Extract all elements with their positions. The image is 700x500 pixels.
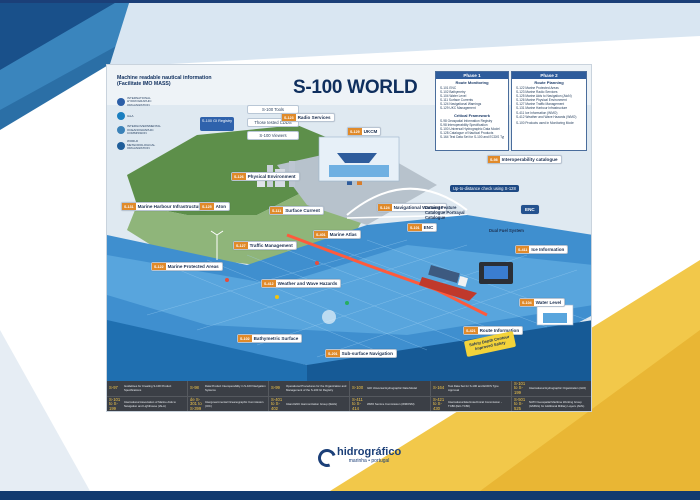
top-accent-bar bbox=[0, 0, 700, 3]
tool-item: S-100 Tools bbox=[247, 105, 299, 114]
tool-list: S-100 Tools Those tested CDDS S-100 View… bbox=[247, 105, 299, 144]
ioc-logo-icon bbox=[117, 126, 125, 135]
org-ioc: INTERGOVERNMENTAL OCEANOGRAPHIC COMMISSI… bbox=[117, 124, 167, 135]
hidrografico-logo: hidrográfico marinha • portugal bbox=[315, 445, 402, 470]
wmo-logo-icon bbox=[117, 141, 125, 150]
phase1-section-a: Route Monitoring bbox=[455, 80, 489, 85]
s100-world-poster: Machine readable nautical information (F… bbox=[106, 64, 592, 412]
phase2-lines-a: S-122 Marine Protected Areas S-123 Marin… bbox=[516, 86, 577, 119]
bottom-accent-bar bbox=[0, 491, 700, 500]
iala-logo-icon bbox=[117, 112, 125, 121]
phase1-lines-a: S-101 ENC S-102 Bathymetry S-104 Water L… bbox=[440, 86, 482, 111]
logo-name: hidrográfico bbox=[337, 445, 402, 458]
org-iho: INTERNATIONAL HYDROGRAPHIC ORGANIZATION bbox=[117, 96, 167, 107]
enc-right-badge: ENC bbox=[521, 205, 539, 214]
poster-title: S-100 WORLD bbox=[293, 77, 418, 98]
ecdis-display-icon bbox=[479, 262, 513, 284]
dual-fuel-note: Dual Fuel System bbox=[489, 228, 524, 233]
logo-text: hidrográfico marinha • portugal bbox=[337, 445, 402, 464]
phase2-section-a: Route Planning bbox=[534, 80, 564, 85]
phase1-lines-b: S-98 Geospatial Information Registry S-9… bbox=[440, 118, 504, 139]
phase2-box: Phase 2 Route Planning S-122 Marine Prot… bbox=[511, 71, 587, 151]
phase2-title: Phase 2 bbox=[512, 72, 586, 79]
logo-tagline: marinha • portugal bbox=[348, 457, 390, 464]
phase1-box: Phase 1 Route Monitoring S-101 ENC S-102… bbox=[435, 71, 509, 151]
tool-item: Those tested CDDS bbox=[247, 118, 299, 127]
gi-registry-box: S-100 GI Registry bbox=[200, 117, 234, 131]
phase1-section-b: Critical Framework bbox=[453, 112, 490, 118]
phase1-title: Phase 1 bbox=[436, 72, 508, 79]
tool-item: S-100 Viewers bbox=[247, 131, 299, 140]
uptodate-note: Up-to-distance check using S-128 bbox=[450, 185, 519, 192]
org-wmo: WORLD METEOROLOGICAL ORGANIZATION bbox=[117, 140, 167, 150]
org-iala: IALA bbox=[117, 112, 167, 121]
phase2-lines-b: S-100 Products used in Monitoring Mode bbox=[516, 120, 574, 125]
poster-subtitle: Machine readable nautical information (F… bbox=[117, 75, 212, 87]
iho-logo-icon bbox=[117, 98, 125, 107]
dataset-note: Dataset Feature Catalogue Portrayal Cata… bbox=[425, 205, 465, 220]
organization-list: INTERNATIONAL HYDROGRAPHIC ORGANIZATION … bbox=[117, 96, 167, 156]
